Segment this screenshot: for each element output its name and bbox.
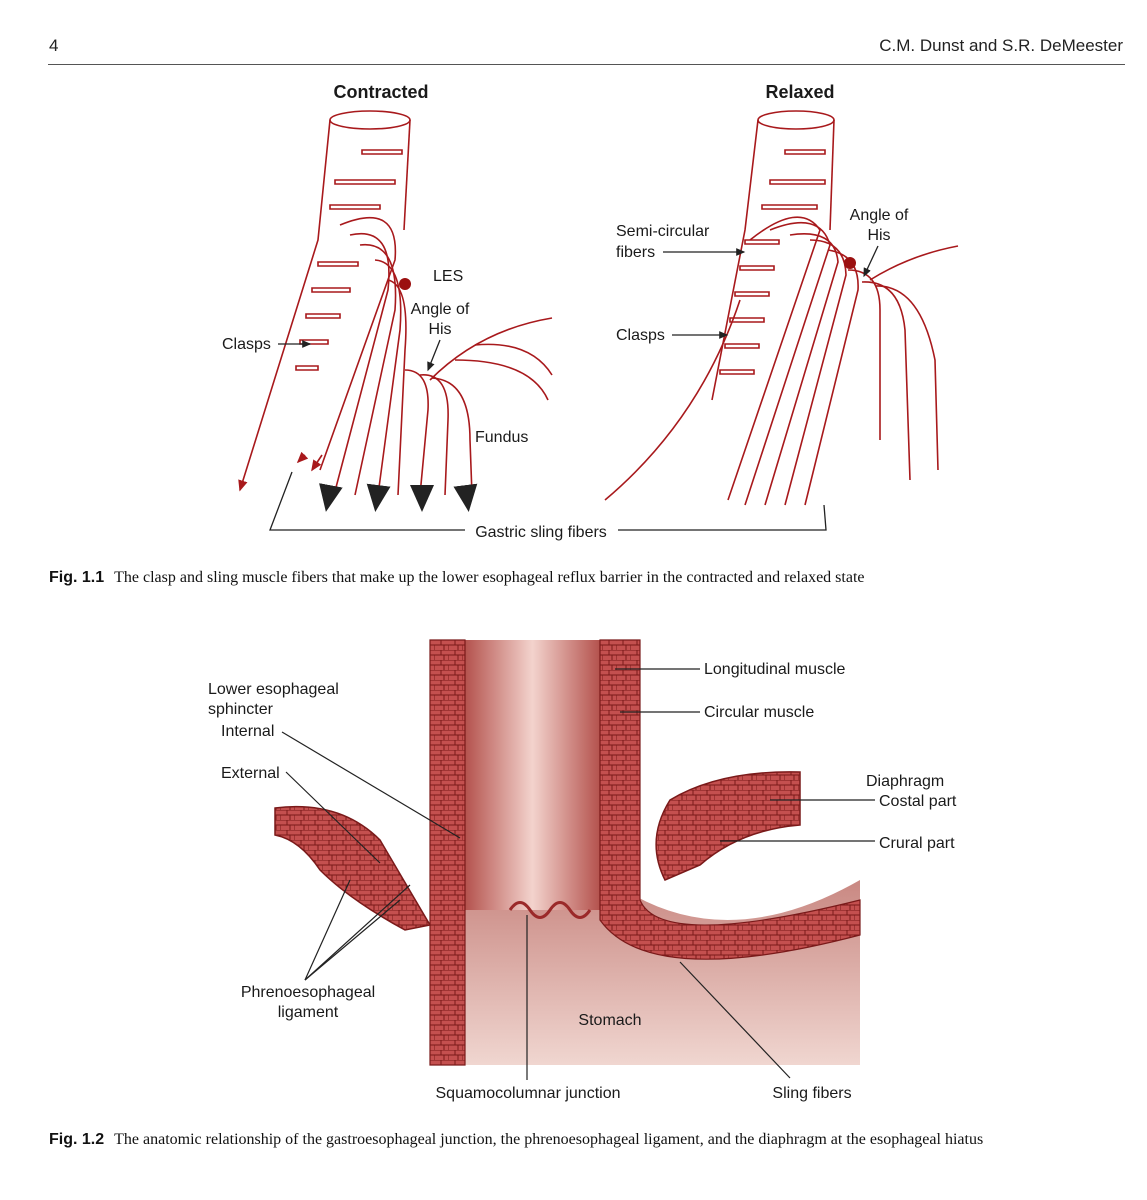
caption-text: The clasp and sling muscle fibers that m… bbox=[114, 569, 865, 586]
label-semi-1: Semi-circular bbox=[616, 223, 710, 240]
header-rule bbox=[48, 64, 1125, 65]
label-crural: Crural part bbox=[879, 835, 955, 852]
label-gastric-sling: Gastric sling fibers bbox=[475, 524, 607, 541]
contracted-esophagus bbox=[238, 110, 553, 496]
label-les-2: sphincter bbox=[208, 701, 274, 718]
caption-label: Fig. 1.2 bbox=[49, 1131, 105, 1148]
les-marker-right bbox=[844, 257, 856, 269]
panel-title-relaxed: Relaxed bbox=[765, 82, 834, 102]
label-angle-right-2: His bbox=[867, 227, 890, 244]
label-clasps-right: Clasps bbox=[616, 327, 665, 344]
diaphragm-left bbox=[274, 805, 432, 931]
label-internal: Internal bbox=[221, 723, 274, 740]
label-sling: Sling fibers bbox=[772, 1085, 851, 1102]
left-esophageal-wall bbox=[429, 639, 466, 1066]
esophageal-lumen bbox=[465, 640, 600, 910]
label-les: LES bbox=[433, 268, 463, 285]
figure-1-2-caption: Fig. 1.2 The anatomic relationship of the… bbox=[49, 1131, 983, 1149]
label-clasps-left: Clasps bbox=[222, 336, 271, 353]
squamocolumnar-line bbox=[508, 901, 592, 919]
figure-1-2-leaders bbox=[281, 668, 875, 1080]
label-fundus: Fundus bbox=[475, 429, 528, 446]
les-marker-left bbox=[399, 278, 411, 290]
caption-label: Fig. 1.1 bbox=[49, 569, 105, 586]
label-phreno-1: Phrenoesophageal bbox=[241, 984, 375, 1001]
label-diaphragm: Diaphragm bbox=[866, 773, 944, 790]
label-semi-2: fibers bbox=[616, 244, 655, 261]
label-angle-left-1: Angle of bbox=[411, 301, 470, 318]
label-circular: Circular muscle bbox=[704, 704, 814, 721]
label-squamo: Squamocolumnar junction bbox=[436, 1085, 621, 1102]
figure-1-1-caption: Fig. 1.1 The clasp and sling muscle fiber… bbox=[49, 569, 865, 587]
label-longitudinal: Longitudinal muscle bbox=[704, 661, 846, 678]
label-les-1: Lower esophageal bbox=[208, 681, 339, 698]
right-esophageal-wall bbox=[599, 639, 861, 960]
gastric-sling-bracket bbox=[269, 471, 827, 531]
label-phreno-2: ligament bbox=[278, 1004, 339, 1021]
label-angle-left-2: His bbox=[428, 321, 451, 338]
relaxed-esophagus bbox=[604, 110, 959, 506]
label-stomach: Stomach bbox=[578, 1012, 641, 1029]
running-head: C.M. Dunst and S.R. DeMeester bbox=[879, 36, 1123, 55]
page-number: 4 bbox=[49, 36, 59, 55]
angle-left-pointer bbox=[427, 339, 441, 372]
label-angle-right-1: Angle of bbox=[850, 207, 909, 224]
figure-1-1-illustration: Contracted Relaxed LES bbox=[222, 82, 959, 541]
label-costal: Costal part bbox=[879, 793, 957, 810]
label-external: External bbox=[221, 765, 280, 782]
gastric-sling-arrows bbox=[319, 483, 478, 512]
diaphragm-right bbox=[655, 771, 801, 881]
figure-1-2-illustration: Lower esophageal sphincter Internal Exte… bbox=[208, 639, 957, 1102]
angle-right-pointer bbox=[863, 245, 879, 278]
panel-title-contracted: Contracted bbox=[333, 82, 428, 102]
caption-text: The anatomic relationship of the gastroe… bbox=[114, 1131, 984, 1148]
